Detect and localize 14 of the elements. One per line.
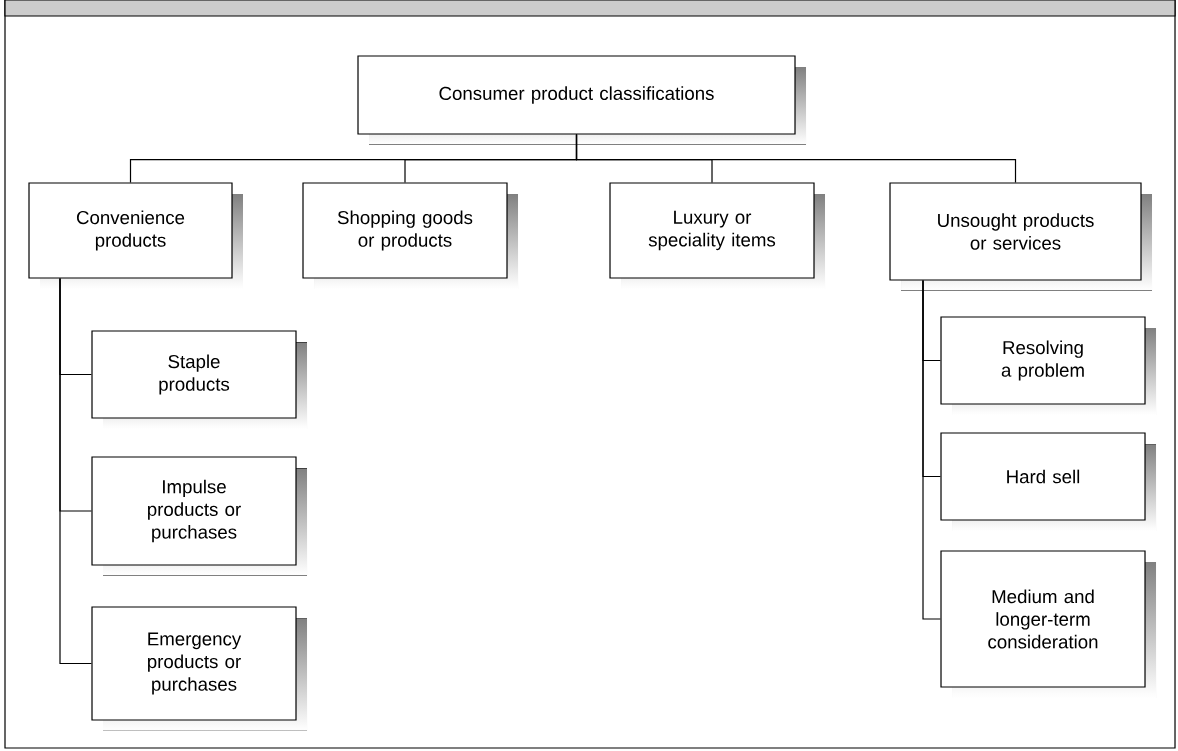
category-box: Unsought products or services [889, 182, 1152, 291]
category-box: Impulse products or purchases [91, 456, 307, 576]
category-box: Hard sell [940, 432, 1156, 531]
connector-line [575, 134, 1017, 183]
category-box: Emergency products or purchases [91, 606, 307, 731]
category-box: Medium and longer-term consideration [940, 550, 1156, 698]
category-box: Luxury or speciality items [609, 182, 825, 289]
connector-line [922, 280, 941, 620]
category-box: Convenience products [28, 182, 243, 289]
connector-line [59, 278, 92, 665]
category-box: Shopping goods or products [302, 182, 518, 289]
category-box: Staple products [91, 330, 307, 429]
category-box: Consumer product classifications [357, 55, 806, 145]
category-box: Resolving a problem [940, 316, 1156, 415]
